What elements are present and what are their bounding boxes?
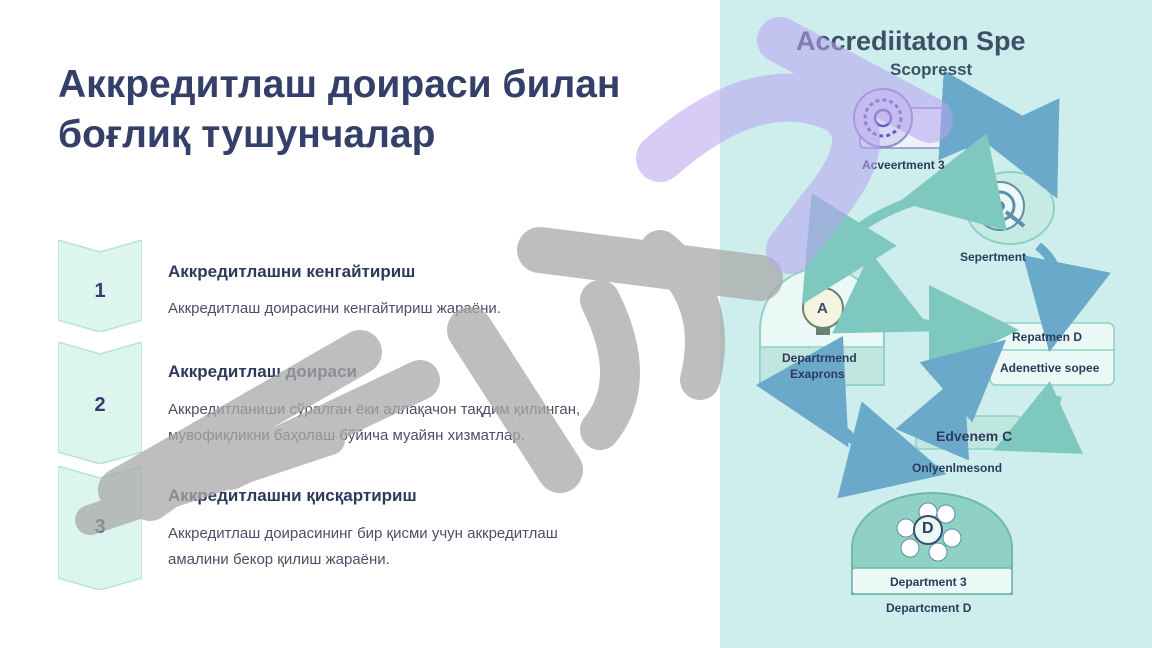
flower-icon [896,502,962,562]
step-3-title: Аккредитлашни қисқартириш [168,486,417,505]
step-1-number: 1 [94,280,106,302]
step-1-description: Аккредитлаш доирасини кенгайтириш жараён… [168,296,688,322]
step-3-desc-line-2: амалини бекор қилиш жараёни. [168,551,390,568]
diagram-panel: Accrediitaton Spe Scopresst Acveertment … [720,0,1152,648]
step-2-desc-line-1: Аккредитланиши сўралган ёки аллақачон та… [168,401,581,418]
node-6-caption: Departcment D [886,601,972,615]
step-2-chevron: 2 [58,342,142,464]
step-3-chevron: 3 [58,466,142,590]
step-2-desc-line-2: мувофиқликни баҳолаш бўйича муайян хизма… [168,427,525,444]
diagram-graphics [755,70,1115,595]
node-3-icon-letter: A [817,300,828,317]
node-3-label-line-1: Departrmend [782,351,857,365]
step-1-title: Аккредитлашни кенгайтириш [168,262,416,281]
step-3-number: 3 [94,516,106,538]
node-5-label: Edvenem C [936,428,1013,444]
node-4-label-line-2: Adenettive sopee [1000,361,1100,375]
step-2-number: 2 [94,394,106,416]
diagram-subtitle: Scopresst [890,60,973,79]
page-title-line-2: боғлиқ тушунчалар [58,113,436,156]
step-3-description: Аккредитлаш доирасининг бир қисми учун а… [168,521,688,573]
step-2-description: Аккредитланиши сўралган ёки аллақачон та… [168,397,688,449]
node-3-label-line-2: Exaprons [790,367,845,381]
node-1 [853,88,983,149]
node-6-label: Department 3 [890,575,967,589]
node-1-label: Acveertment 3 [862,158,945,172]
step-1-chevron: 1 [58,240,142,332]
node-5-caption: Onlyenlmesond [912,461,1003,475]
node-6-icon-letter: D [922,520,934,537]
step-2-title: Аккредитлаш доираси [168,362,357,381]
step-1-desc-line-1: Аккредитлаш доирасини кенгайтириш жараён… [168,300,501,317]
node-6 [851,492,1013,595]
steps-list: 1 Аккредитлашни кенгайтириш Аккредитлаш … [58,240,698,590]
step-3-desc-line-1: Аккредитлаш доирасининг бир қисми учун а… [168,525,558,542]
page-title: Аккредитлаш доираси билан боғлиқ тушунча… [58,60,698,160]
diagram-title: Accrediitaton Spe [796,26,1026,56]
node-2-label: Sepertment [960,250,1027,264]
node-4-label-line-1: Repatmen D [1012,330,1083,344]
page-title-line-1: Аккредитлаш доираси билан [58,63,621,106]
node-2 [965,171,1055,245]
